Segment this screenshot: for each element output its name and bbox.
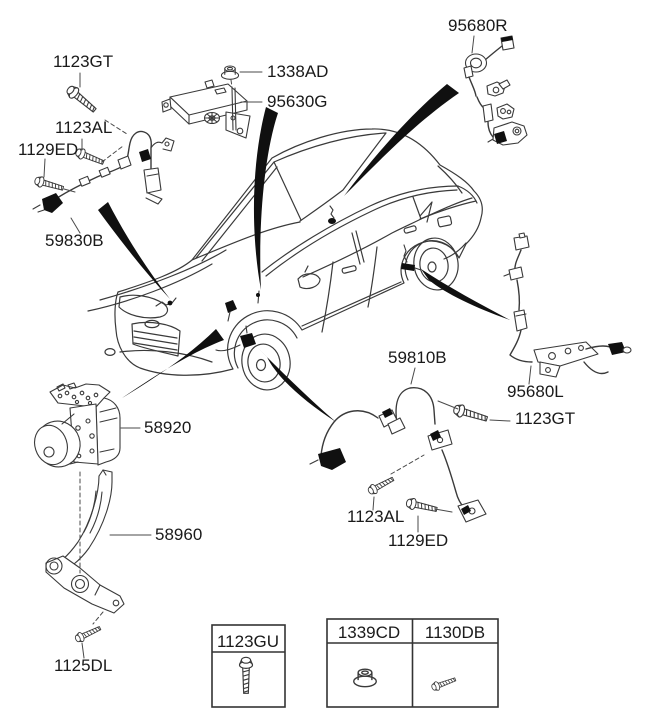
callout-1125DL: 1125DL — [54, 656, 112, 675]
legend: 1123GU 1339CD 1130DB — [211, 618, 499, 708]
brand-logo — [144, 319, 160, 329]
callout-1123GT-right: 1123GT — [515, 409, 575, 428]
side-mirror — [297, 273, 321, 290]
headlight — [118, 294, 169, 319]
screw-1129ED-top — [33, 174, 65, 194]
callout-1338AD: 1338AD — [267, 62, 328, 81]
callout-1123GT-top: 1123GT — [53, 52, 113, 71]
leader-lines — [43, 35, 532, 659]
vehicle-outline-drawing — [87, 128, 483, 391]
location-arrow — [122, 329, 224, 398]
callout-95680R: 95680R — [448, 16, 508, 35]
legend-label-1130DB: 1130DB — [425, 623, 485, 642]
location-arrow — [421, 269, 510, 320]
module-bracket-drawing — [45, 469, 125, 614]
location-arrow — [344, 84, 459, 196]
rear-wheel — [404, 237, 459, 291]
callout-1123AL-top: 1123AL — [55, 118, 112, 137]
screw-1129ED-bottom — [404, 496, 439, 516]
grille — [131, 321, 181, 357]
callout-59810B: 59810B — [388, 348, 447, 367]
callout-1129ED-bottom: 1129ED — [388, 531, 448, 550]
rear-right-abs-sensor-drawing — [463, 35, 528, 146]
bolt-1123GT-right — [451, 402, 490, 426]
callout-58960: 58960 — [155, 525, 202, 544]
windshield — [195, 132, 387, 259]
legend-box-1123GU: 1123GU — [211, 624, 286, 708]
callout-59830B: 59830B — [45, 231, 104, 250]
location-arrow — [253, 107, 278, 290]
bolt-1123GT-top — [63, 83, 100, 116]
front-left-abs-sensor-drawing — [32, 130, 175, 213]
location-arrow — [98, 202, 170, 299]
front-wheel — [233, 319, 298, 391]
legend-label-1339CD: 1339CD — [338, 623, 400, 642]
legend-box-1339CD-1130DB: 1339CD 1130DB — [326, 618, 499, 708]
bolt-1123AL-top — [73, 146, 106, 168]
sensor-mount-marks — [155, 205, 422, 352]
callout-58920: 58920 — [144, 418, 191, 437]
yaw-rate-sensor-drawing — [161, 79, 251, 139]
callout-95630G: 95630G — [267, 92, 328, 111]
legend-label-1123GU: 1123GU — [217, 632, 279, 651]
callout-1129ED-top: 1129ED — [18, 140, 78, 159]
nut-1338AD — [220, 65, 240, 80]
rear-left-abs-sensor-drawing — [503, 232, 632, 378]
callout-95680L: 95680L — [507, 382, 564, 401]
callout-1123AL-bottom: 1123AL — [347, 507, 404, 526]
location-arrows — [98, 84, 510, 422]
bolt-1125DL — [73, 623, 103, 645]
front-right-abs-sensor-drawing — [309, 387, 487, 523]
hydraulic-module-drawing — [34, 382, 121, 468]
location-arrow — [257, 347, 336, 422]
bolt-1123AL-bottom — [366, 474, 396, 497]
